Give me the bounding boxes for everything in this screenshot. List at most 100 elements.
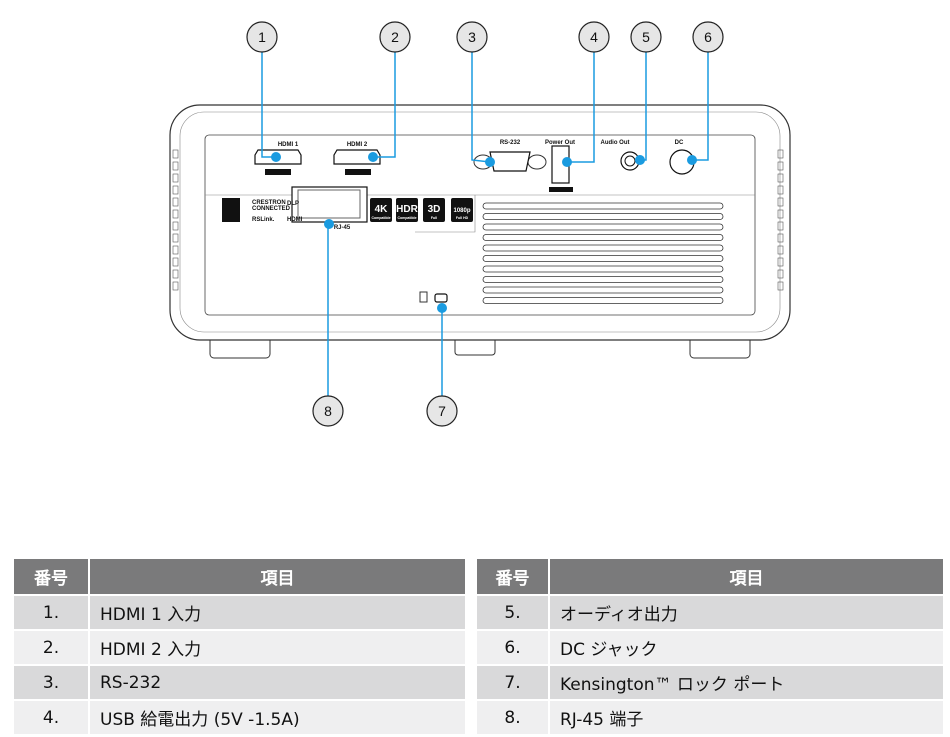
side-vent — [777, 173, 784, 183]
badge-3 — [451, 198, 473, 222]
row-number: 7. — [477, 666, 548, 699]
badge-1 — [396, 198, 418, 222]
callout-number: 1 — [258, 29, 266, 45]
table-row: 4.USB 給電出力 (5V -1.5A) — [14, 701, 465, 734]
label-rj45: RJ-45 — [334, 225, 351, 231]
label-rs232: RS-232 — [500, 140, 521, 146]
table-row: 6.DC ジャック — [477, 631, 943, 664]
row-item: HDMI 2 入力 — [88, 631, 465, 664]
side-vent — [172, 161, 179, 171]
logo-rslink: RSLink. — [252, 217, 275, 223]
vent-slot — [482, 234, 724, 241]
badge-subtitle: Compatible — [371, 216, 390, 220]
callout-number: 6 — [704, 29, 712, 45]
row-number: 6. — [477, 631, 548, 664]
callout-dot — [485, 157, 495, 167]
side-vent — [777, 245, 784, 255]
connector-table-left: 番号項目 1.HDMI 1 入力 2.HDMI 2 入力 3.RS-232 4.… — [14, 557, 465, 736]
rs232-port — [473, 151, 547, 172]
row-item: RJ-45 端子 — [548, 701, 943, 734]
callout-circle-5 — [630, 21, 662, 53]
side-vent — [777, 281, 784, 291]
label-audio-out: Audio Out — [601, 140, 630, 146]
logo-extron — [222, 198, 240, 222]
rj45-port — [291, 186, 368, 223]
badge-2 — [423, 198, 445, 222]
row-item: RS-232 — [88, 666, 465, 699]
side-vent — [777, 221, 784, 231]
row-number: 4. — [14, 701, 88, 734]
callout-dot — [437, 303, 447, 313]
side-vent — [172, 233, 179, 243]
connector-table-right: 番号項目 5.オーディオ出力 6.DC ジャック 7.Kensington™ ロ… — [477, 557, 943, 736]
callout-circle-8 — [312, 395, 344, 427]
side-vent — [172, 281, 179, 291]
row-item: Kensington™ ロック ポート — [548, 666, 943, 699]
label-hdmi1: HDMI 1 — [278, 142, 299, 148]
vent-slot — [482, 223, 724, 231]
row-number: 3. — [14, 666, 88, 699]
row-item: DC ジャック — [548, 631, 943, 664]
side-vent — [172, 149, 179, 159]
header-item: 項目 — [88, 559, 465, 594]
callout-dot — [324, 219, 334, 229]
side-vent — [172, 245, 179, 255]
side-vent — [172, 269, 179, 279]
vent-slot — [482, 276, 724, 283]
callout-number: 4 — [590, 29, 598, 45]
side-vent — [777, 269, 784, 279]
side-vent — [172, 221, 179, 231]
callout-circle-4 — [578, 21, 610, 53]
vent-slot — [482, 286, 724, 294]
table-row: 2.HDMI 2 入力 — [14, 631, 465, 664]
projector-rear-diagram: HDMI 1 HDMI 2 RS-232 Power Out Audio Out… — [169, 21, 791, 427]
logo-crestron: CRESTRON — [252, 200, 286, 206]
vent-slot — [482, 255, 724, 262]
callout-circle-2 — [379, 21, 411, 53]
callout-line — [567, 52, 595, 163]
header-number: 番号 — [477, 559, 548, 594]
callout-line — [692, 52, 709, 161]
callout-number: 5 — [642, 29, 650, 45]
side-vent — [172, 257, 179, 267]
kensington-slot — [419, 291, 448, 303]
row-item: USB 給電出力 (5V -1.5A) — [88, 701, 465, 734]
header-number: 番号 — [14, 559, 88, 594]
badge-subtitle: Full HD — [456, 216, 469, 220]
side-vent — [777, 209, 784, 219]
header-item: 項目 — [548, 559, 943, 594]
label-hdmi2: HDMI 2 — [347, 142, 368, 148]
badge-title: HDR — [396, 204, 418, 215]
side-vent — [777, 161, 784, 171]
badge-0 — [370, 198, 392, 222]
row-number: 1. — [14, 596, 88, 629]
vent-slot — [482, 244, 724, 252]
logo-dlp: DLP — [287, 201, 299, 207]
table-row: 1.HDMI 1 入力 — [14, 596, 465, 629]
callout-number: 3 — [468, 29, 476, 45]
side-vent — [777, 185, 784, 195]
callout-number: 8 — [324, 403, 332, 419]
vent-slot — [482, 202, 724, 210]
logo-hdmi: HDMI — [287, 217, 303, 223]
callout-circle-3 — [456, 21, 488, 53]
row-number: 8. — [477, 701, 548, 734]
side-vent — [777, 257, 784, 267]
label-power-out: Power Out — [545, 140, 575, 146]
label-dc: DC — [675, 140, 684, 146]
row-item: オーディオ出力 — [548, 596, 943, 629]
callout-number: 2 — [391, 29, 399, 45]
callout-number: 7 — [438, 403, 446, 419]
table-row: 5.オーディオ出力 — [477, 596, 943, 629]
row-number: 5. — [477, 596, 548, 629]
side-vent — [777, 149, 784, 159]
vent-slot — [482, 213, 724, 220]
side-vent — [172, 185, 179, 195]
side-vent — [777, 197, 784, 207]
badge-subtitle: Full — [431, 216, 437, 220]
callout-circle-1 — [246, 21, 278, 53]
side-vent — [172, 209, 179, 219]
callout-dot — [687, 155, 697, 165]
table-row: 8.RJ-45 端子 — [477, 701, 943, 734]
badge-title: 1080p — [453, 208, 470, 214]
